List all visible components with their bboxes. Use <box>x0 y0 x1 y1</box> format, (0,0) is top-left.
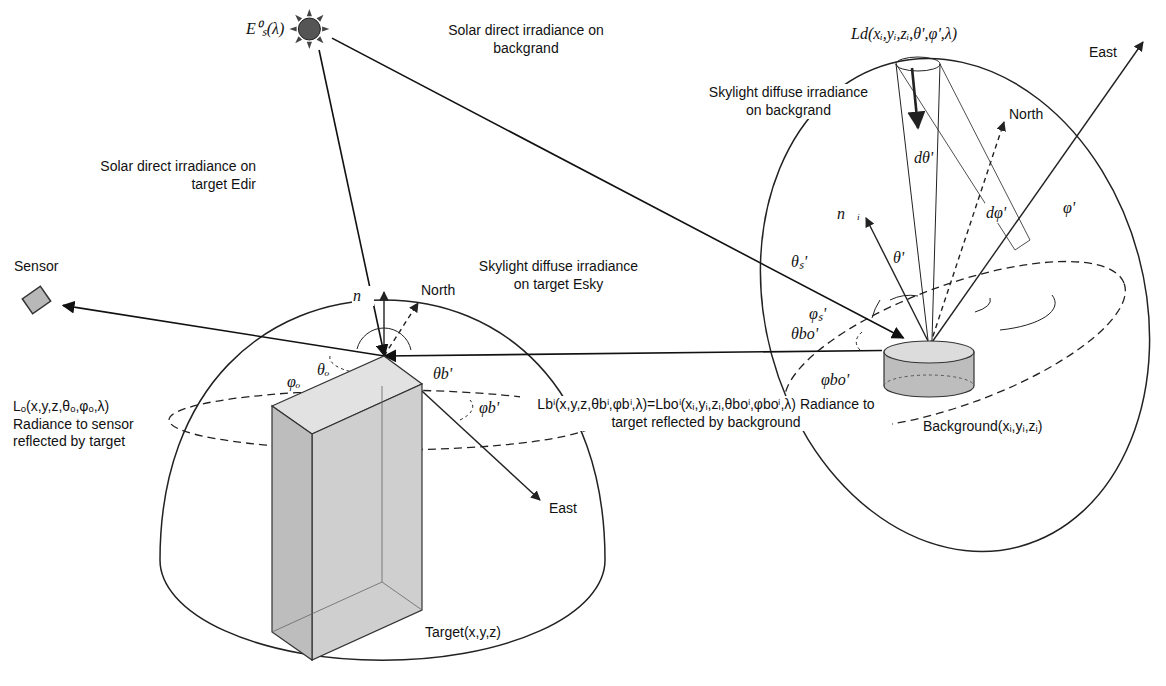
edge-label: Lₒ(x,y,z,θₒ,φₒ,λ) Radiance to sensor ref… <box>12 398 154 451</box>
axis-label: North <box>1008 106 1044 124</box>
edge-label: Solar direct irradiance on target Edir <box>85 158 257 193</box>
target-axes <box>383 292 384 356</box>
background-cylinder <box>882 338 977 400</box>
angle-symbol: dφ' <box>985 203 1007 223</box>
target-axes <box>460 400 473 420</box>
axis-label: East <box>548 500 578 518</box>
axis-label: North <box>420 282 456 300</box>
angle-symbol: θₛ' <box>790 252 808 272</box>
axis-label: East <box>1088 44 1118 62</box>
sun-icon <box>289 9 329 49</box>
angle-symbol: φₒ <box>286 372 301 392</box>
sun-source: E⁰ₛ(λ) <box>245 8 332 50</box>
background-axes <box>872 300 880 318</box>
sun-icon <box>322 26 329 31</box>
target-box <box>272 406 312 660</box>
skylight-beam <box>896 57 1030 340</box>
sun-icon <box>317 36 324 43</box>
sun-icon <box>307 9 312 16</box>
target-object: Target(x,y,z) <box>272 356 422 660</box>
background-axes <box>866 218 930 345</box>
background-object: Background(xᵢ,yᵢ,zᵢ) <box>882 338 977 400</box>
annotation-text: Skylight diffuse irradiance on backgrand <box>700 84 877 119</box>
skylight-beam <box>932 64 940 340</box>
sun-icon <box>307 42 312 49</box>
angle-symbol: φbo' <box>820 370 850 390</box>
radiation-ray <box>385 351 883 356</box>
angle-symbol: φb' <box>478 398 500 418</box>
sensor-icon <box>22 286 50 313</box>
skylight-beam <box>940 64 1030 240</box>
sun-icon <box>295 36 302 43</box>
annotation-text: Skylight diffuse irradiance on target Es… <box>470 258 647 293</box>
radiation-ray <box>63 305 385 356</box>
background-axes <box>856 42 1143 350</box>
background-axes <box>930 122 1004 345</box>
sun-icon <box>298 18 320 40</box>
target-box <box>272 356 422 660</box>
node-label: Target(x,y,z) <box>424 624 502 641</box>
angle-symbol: φ' <box>1062 198 1076 218</box>
target-box <box>312 384 422 660</box>
node-label: Background(xᵢ,yᵢ,zᵢ) <box>922 418 1043 435</box>
angle-symbol: θbo' <box>790 324 819 344</box>
background-axes <box>1000 295 1055 330</box>
skylight-beam <box>896 57 940 71</box>
angle-symbol: dθ' <box>913 148 934 168</box>
sun-icon <box>317 15 324 22</box>
angle-symbol: θₒ <box>316 360 330 380</box>
angle-symbol: φₛ' <box>808 304 827 324</box>
vector-symbol: n⃗ <box>352 286 374 306</box>
skylight-beam <box>912 68 918 128</box>
target-box <box>272 386 422 632</box>
edge-label: Solar direct irradiance on backgrand <box>440 22 612 57</box>
background-cylinder <box>884 341 974 363</box>
angle-symbol: θb' <box>432 364 453 384</box>
target-axes <box>384 328 411 350</box>
background-axes <box>890 295 918 300</box>
background-axes <box>856 332 862 350</box>
angle-symbol: θ' <box>892 248 905 268</box>
target-axes <box>384 303 418 356</box>
radiation-ray <box>332 38 903 338</box>
edge-label: Lbⁱ(x,y,z,θbⁱ,φbⁱ,λ)=Lboⁱ(xᵢ,yᵢ,zᵢ,θboⁱ,… <box>520 396 892 431</box>
skylight-beam <box>1015 240 1030 250</box>
background-cylinder <box>884 375 974 386</box>
skylight-beam <box>896 64 1015 250</box>
background-axes <box>975 298 990 312</box>
radiance-formula: Ld(xᵢ,yᵢ,zᵢ,θ',φ',λ) <box>850 24 958 44</box>
sun-icon <box>289 26 296 31</box>
skylight-beam <box>896 64 928 340</box>
sensor-box: Sensor <box>10 258 63 318</box>
target-axes <box>330 356 352 372</box>
vector-symbol: n⃗ᵢ <box>836 204 861 224</box>
node-label: Sensor <box>13 258 59 275</box>
node-label: E⁰ₛ(λ) <box>245 19 285 38</box>
radiation-ray <box>319 50 384 356</box>
sun-icon <box>295 15 302 22</box>
background-axes <box>930 42 1143 345</box>
